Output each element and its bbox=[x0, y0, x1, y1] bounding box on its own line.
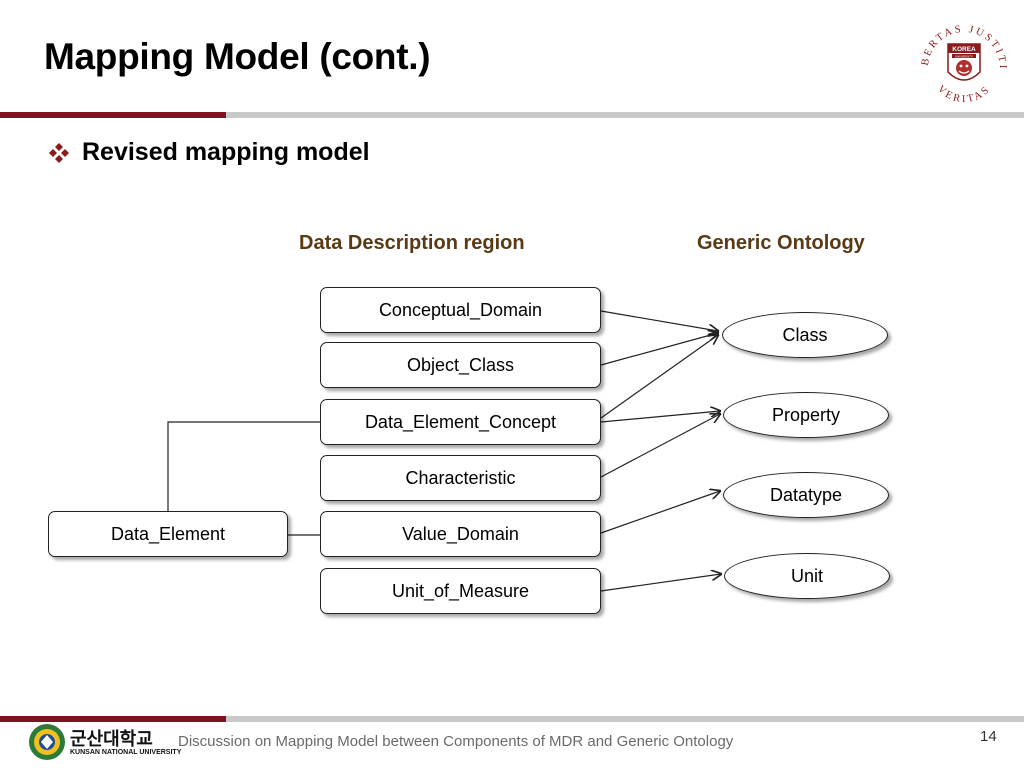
class-node: Class bbox=[722, 312, 888, 358]
unit-of-measure-box: Unit_of_Measure bbox=[320, 568, 601, 614]
footer-text: Discussion on Mapping Model between Comp… bbox=[178, 733, 734, 750]
object-class-box: Object_Class bbox=[320, 342, 601, 388]
value-domain-box: Value_Domain bbox=[320, 511, 601, 557]
svg-text:UNIVERSITY: UNIVERSITY bbox=[955, 54, 973, 58]
conceptual-domain-box: Conceptual_Domain bbox=[320, 287, 601, 333]
arrow-data-element-concept-to-class bbox=[600, 335, 718, 419]
arrow-value-domain-to-datatype bbox=[600, 491, 720, 534]
bullet-text: Revised mapping model bbox=[82, 138, 370, 166]
footer-rule-accent bbox=[0, 716, 226, 722]
property-node: Property bbox=[723, 392, 889, 438]
region-label-data-description: Data Description region bbox=[299, 232, 525, 254]
kunsan-university-logo: 군산대학교 KUNSAN NATIONAL UNIVERSITY bbox=[28, 723, 181, 761]
footer-rule bbox=[226, 716, 1024, 722]
arrow-characteristic-to-property bbox=[600, 414, 720, 478]
datatype-node: Datatype bbox=[723, 472, 889, 518]
bullet-item: Revised mapping model bbox=[48, 138, 370, 167]
connector-data-element-to-data-element-concept bbox=[167, 421, 320, 511]
arrow-object-class-to-class bbox=[600, 333, 718, 366]
unit-node: Unit bbox=[724, 553, 890, 599]
data-element-box: Data_Element bbox=[48, 511, 288, 557]
diamond-bullet-icon bbox=[49, 142, 69, 163]
arrow-conceptual-domain-to-class bbox=[600, 310, 718, 331]
kunsan-emblem-icon bbox=[29, 724, 65, 760]
kunsan-korean-name: 군산대학교 bbox=[70, 728, 153, 749]
region-label-generic-ontology: Generic Ontology bbox=[697, 232, 865, 254]
korea-university-seal-logo: LIBERTAS JUSTITIA VERITAS KOREA UNIVERSI… bbox=[918, 18, 1006, 105]
characteristic-box: Characteristic bbox=[320, 455, 601, 501]
slide-title: Mapping Model (cont.) bbox=[44, 36, 431, 77]
data-element-concept-box: Data_Element_Concept bbox=[320, 399, 601, 445]
kunsan-english-name: KUNSAN NATIONAL UNIVERSITY bbox=[70, 748, 182, 756]
title-underline-accent bbox=[0, 112, 226, 118]
title-underline-rule bbox=[226, 112, 1024, 118]
page-number: 14 bbox=[980, 728, 997, 745]
svg-text:KOREA: KOREA bbox=[952, 46, 976, 53]
arrow-data-element-concept-to-property bbox=[600, 411, 720, 423]
arrow-unit-of-measure-to-unit bbox=[600, 574, 721, 592]
